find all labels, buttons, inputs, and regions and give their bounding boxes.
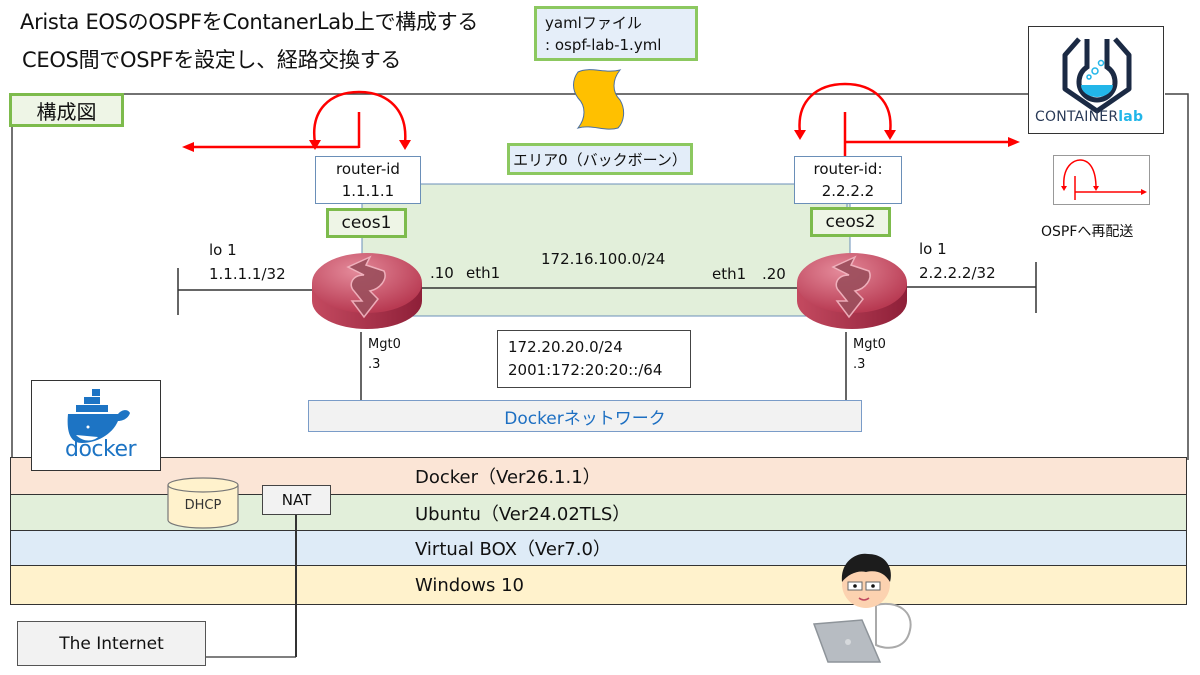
router-icon-ceos2[interactable] xyxy=(793,245,911,335)
page-title-line2: CEOS間でOSPFを設定し、経路交換する xyxy=(22,48,402,72)
yaml-file-name: : ospf-lab-1.yml xyxy=(545,35,662,54)
engineer-illustration xyxy=(806,550,956,665)
router-id-label: router-id: xyxy=(813,160,883,178)
diagram-label: 構成図 xyxy=(9,93,124,127)
containerlab-wordmark: CONTAINERlab xyxy=(1035,109,1143,125)
layer-label: Docker（Ver26.1.1） xyxy=(415,467,601,488)
containerlab-accent: lab xyxy=(1118,109,1144,125)
layer-windows: Windows 10 xyxy=(10,565,1187,605)
redistribute-arrows-ceos1 xyxy=(190,90,407,149)
area0-label: エリア0（バックボーン） xyxy=(507,143,693,175)
nat-box[interactable]: NAT xyxy=(262,485,331,515)
layer-virtualbox: Virtual BOX（Ver7.0） xyxy=(10,530,1187,566)
nat-line xyxy=(295,515,297,657)
router-id-value: 1.1.1.1 xyxy=(341,182,395,200)
redistribute-legend-icon xyxy=(1053,155,1150,205)
eth1-name-ceos1: eth1 xyxy=(466,264,501,282)
docker-network-bar[interactable]: Dockerネットワーク xyxy=(308,400,862,432)
mgmt-name: Mgt0 xyxy=(853,337,886,352)
router-id-value: 2.2.2.2 xyxy=(821,182,875,200)
dhcp-label: DHCP xyxy=(184,498,222,513)
mgmt-label-ceos1: Mgt0 .3 xyxy=(368,335,401,375)
containerlab-logo: CONTAINERlab xyxy=(1028,26,1164,134)
loopback-label-ceos2: lo 1 2.2.2.2/32 xyxy=(919,237,996,285)
router-name-ceos2[interactable]: ceos2 xyxy=(810,207,891,237)
mgmt-ipv6: 2001:172:20:20::/64 xyxy=(508,361,663,379)
eth1-name-ceos2: eth1 xyxy=(712,265,747,283)
yaml-scroll-icon xyxy=(573,69,625,130)
diagram-label-text: 構成図 xyxy=(36,99,97,124)
router-id-box-ceos1: router-id 1.1.1.1 xyxy=(315,156,421,204)
router-name-text: ceos2 xyxy=(825,212,876,232)
nat-label: NAT xyxy=(281,491,312,509)
yaml-file-label: yamlファイル xyxy=(545,13,642,32)
docker-wordmark: docker xyxy=(65,437,137,462)
loopback-ip: 1.1.1.1/32 xyxy=(209,265,286,283)
layer-label: Ubuntu（Ver24.02TLS） xyxy=(415,503,631,525)
redistribute-legend-label: OSPFへ再配送 xyxy=(1041,224,1134,240)
loopback-name: lo 1 xyxy=(209,241,237,259)
router-name-text: ceos1 xyxy=(341,213,392,233)
mgmt-label-ceos2: Mgt0 .3 xyxy=(853,335,886,375)
router-name-ceos1[interactable]: ceos1 xyxy=(326,208,407,238)
docker-network-label: Dockerネットワーク xyxy=(504,408,666,429)
transit-network-label: 172.16.100.0/24 xyxy=(541,250,666,268)
redistribute-arrows-ceos2 xyxy=(798,82,1012,157)
eth1-host-ceos1: .10 xyxy=(430,264,454,282)
eth1-host-ceos2: .20 xyxy=(762,265,786,283)
area0-region xyxy=(361,183,851,317)
loopback-ip: 2.2.2.2/32 xyxy=(919,264,996,282)
internet-box[interactable]: The Internet xyxy=(17,621,206,666)
loopback-name: lo 1 xyxy=(919,240,947,258)
yaml-file-box: yamlファイル : ospf-lab-1.yml xyxy=(534,6,698,61)
docker-logo: docker xyxy=(31,380,161,471)
containerlab-text: CONTAINER xyxy=(1035,109,1119,125)
loopback-label-ceos1: lo 1 1.1.1.1/32 xyxy=(209,238,286,286)
layer-label: Windows 10 xyxy=(415,574,524,596)
router-id-box-ceos2: router-id: 2.2.2.2 xyxy=(794,156,902,204)
layer-label: Virtual BOX（Ver7.0） xyxy=(415,539,611,560)
mgmt-network-box: 172.20.20.0/24 2001:172:20:20::/64 xyxy=(497,330,691,388)
router-id-label: router-id xyxy=(336,160,400,178)
mgmt-host: .3 xyxy=(853,357,866,372)
internet-label: The Internet xyxy=(59,633,164,654)
mgmt-ipv4: 172.20.20.0/24 xyxy=(508,338,623,356)
area0-label-text: エリア0（バックボーン） xyxy=(513,150,687,169)
dhcp-server[interactable]: DHCP xyxy=(166,476,240,530)
mgmt-name: Mgt0 xyxy=(368,337,401,352)
page-title-line1: Arista EOSのOSPFをContanerLab上で構成する xyxy=(20,10,479,34)
mgmt-host: .3 xyxy=(368,357,381,372)
router-icon-ceos1[interactable] xyxy=(308,245,426,335)
